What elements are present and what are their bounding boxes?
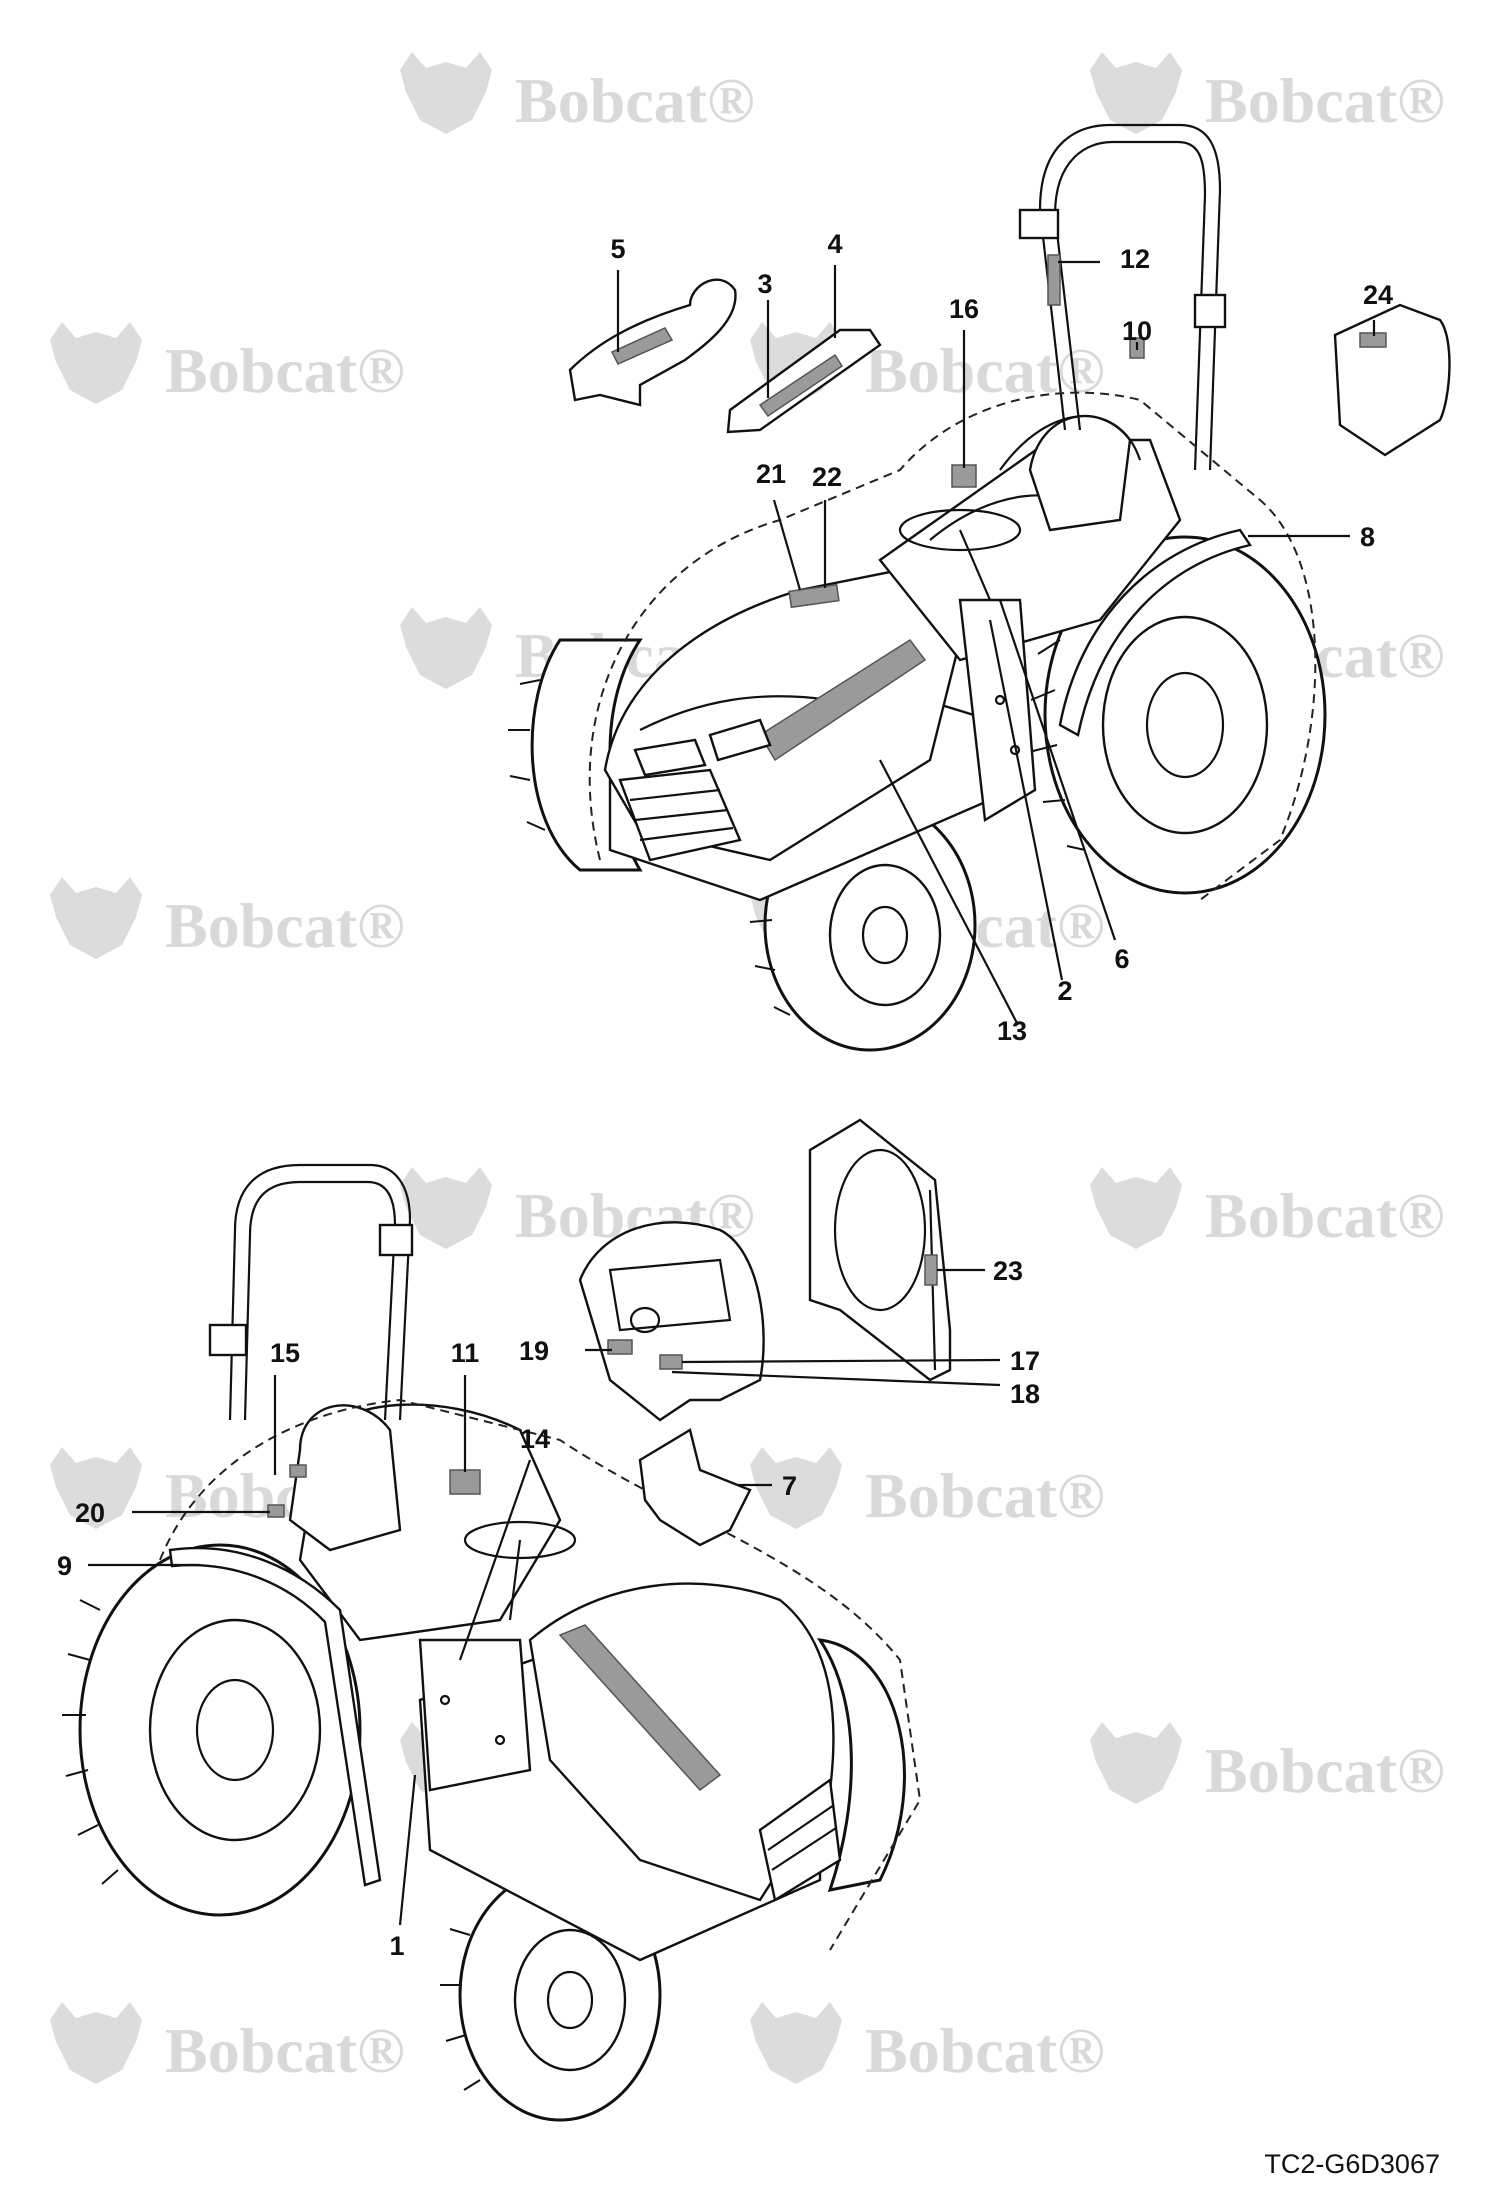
callout-16: 16 [949, 294, 979, 324]
bobcat-watermark-text: Bobcat® [165, 890, 405, 961]
callout-5: 5 [610, 234, 625, 264]
bobcat-watermark-text: Bobcat® [1205, 65, 1445, 136]
callout-23: 23 [993, 1256, 1023, 1286]
callout-22: 22 [812, 462, 842, 492]
part-7-cover [638, 1428, 752, 1547]
bobcat-watermark: Bobcat® [50, 322, 405, 406]
bobcat-watermark: Bobcat® [1090, 1167, 1445, 1251]
callout-4: 4 [827, 229, 842, 259]
bobcat-watermark: Bobcat® [750, 2002, 1105, 2086]
bobcat-watermark-text: Bobcat® [865, 1460, 1105, 1531]
callout-8: 8 [1360, 522, 1375, 552]
tractor-front-view [508, 123, 1327, 1052]
callout-11: 11 [451, 1338, 480, 1368]
bobcat-logo-icon [50, 877, 142, 959]
drawing-code: TC2-G6D3067 [1264, 2149, 1440, 2179]
bobcat-watermark: Bobcat® [50, 877, 405, 961]
part-5-cover [568, 278, 737, 407]
bobcat-logo-icon [1090, 52, 1182, 134]
callout-17: 17 [1010, 1346, 1040, 1376]
bobcat-watermark-text: Bobcat® [1205, 1735, 1445, 1806]
bobcat-watermark: Bobcat® [50, 2002, 405, 2086]
bobcat-watermark: Bobcat® [750, 1447, 1105, 1531]
bobcat-watermark-text: Bobcat® [865, 335, 1105, 406]
bobcat-watermark-text: Bobcat® [865, 2015, 1105, 2086]
callout-6: 6 [1114, 944, 1129, 974]
bobcat-watermark: Bobcat® [1090, 52, 1445, 136]
bobcat-logo-icon [400, 52, 492, 134]
part-19-17-18-dashboard [578, 1221, 765, 1422]
callout-14: 14 [520, 1424, 550, 1454]
callout-9: 9 [57, 1551, 72, 1581]
part-3-4-panel [726, 328, 882, 434]
part-24-cover [1333, 303, 1451, 457]
callout-12: 12 [1120, 244, 1150, 274]
callout-3: 3 [757, 269, 772, 299]
callout-labels: 5 3 4 16 12 10 24 8 21 22 6 2 13 23 11 1… [57, 229, 1393, 1961]
bobcat-logo-icon [400, 607, 492, 689]
bobcat-logo-icon [1090, 1722, 1182, 1804]
bobcat-watermark: Bobcat® [1090, 1722, 1445, 1806]
callout-20: 20 [75, 1498, 105, 1528]
callout-15: 15 [270, 1338, 300, 1368]
callout-2: 2 [1057, 976, 1072, 1006]
bobcat-logo-icon [400, 1167, 492, 1249]
bobcat-watermark-text: Bobcat® [165, 2015, 405, 2086]
bobcat-watermark-text: Bobcat® [515, 65, 755, 136]
tractor-rear-view [62, 1163, 922, 2122]
bobcat-watermark-text: Bobcat® [1205, 1180, 1445, 1251]
leader-lines [88, 260, 1376, 1926]
callout-21: 21 [756, 459, 786, 489]
callout-10: 10 [1122, 316, 1152, 346]
bobcat-watermark: Bobcat® [400, 52, 755, 136]
callout-19: 19 [519, 1336, 549, 1366]
callout-7: 7 [782, 1471, 797, 1501]
bobcat-logo-icon [50, 1447, 142, 1529]
callout-1: 1 [389, 1931, 404, 1961]
bobcat-logo-icon [750, 1447, 842, 1529]
bobcat-logo-icon [750, 2002, 842, 2084]
callout-18: 18 [1010, 1379, 1040, 1409]
bobcat-logo-icon [1090, 1167, 1182, 1249]
bobcat-watermark-text: Bobcat® [165, 335, 405, 406]
callout-24: 24 [1363, 280, 1393, 310]
part-23-bracket [808, 1118, 952, 1382]
bobcat-logo-icon [50, 322, 142, 404]
callout-13: 13 [997, 1016, 1027, 1046]
bobcat-logo-icon [50, 2002, 142, 2084]
